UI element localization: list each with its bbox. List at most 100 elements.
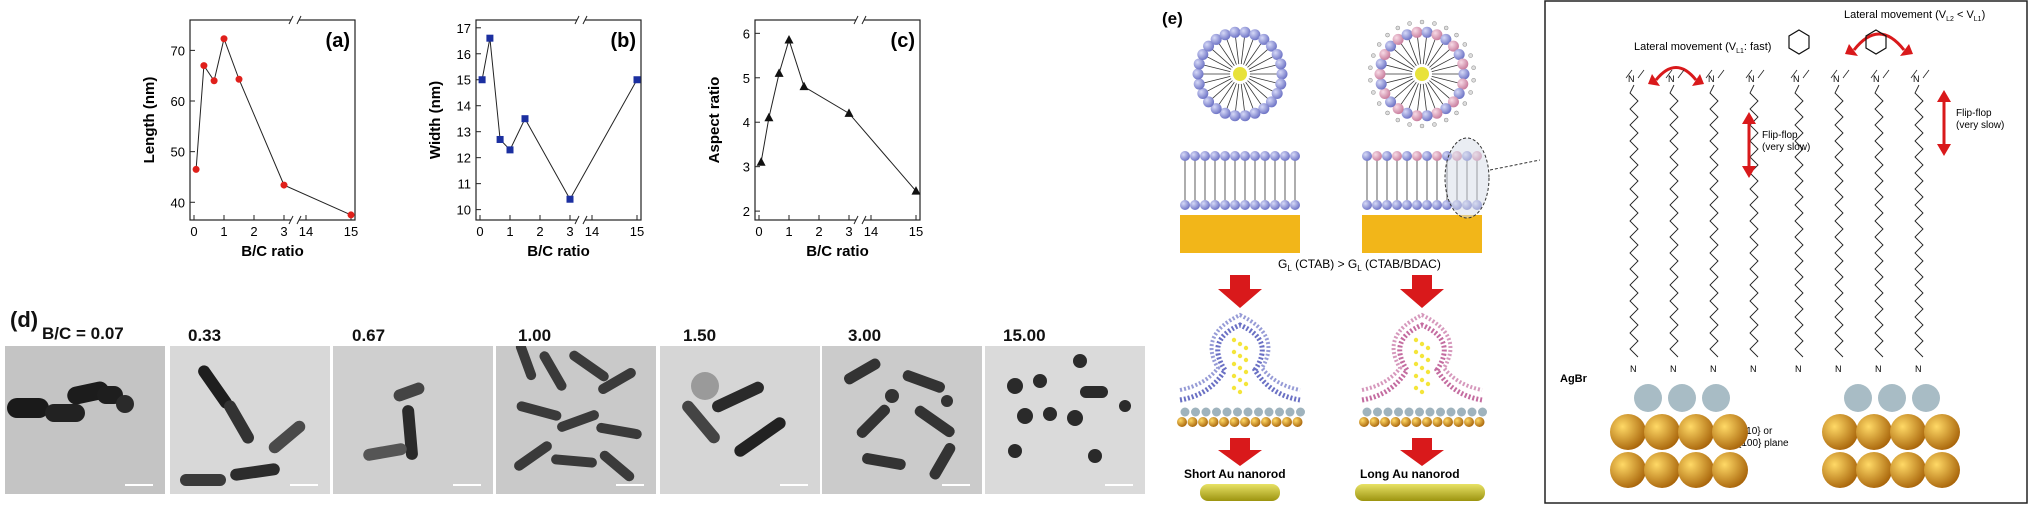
x-tick-label: 0 [755,224,762,239]
y-tick-label: 17 [457,21,471,36]
data-point [774,68,784,77]
zoom-line [1489,159,1540,171]
ball-layers [1610,384,1960,488]
svg-text:N: N [1913,74,1920,84]
data-point [764,112,774,122]
lateral-arrow-right [1852,32,1906,51]
data-point [521,115,529,123]
tem-image-5 [660,346,820,494]
svg-text:N: N [1630,364,1637,374]
x-tick-label: 1 [506,224,513,239]
micelle-ctab [1192,26,1288,122]
flipflop-sub-left: (very slow) [1762,142,1810,153]
bilayer-ctab [1180,151,1300,210]
x-tick-label: 0 [190,224,197,239]
svg-text:N: N [1915,364,1922,374]
y-axis-label: Width (nm) [427,81,444,159]
x-tick-label: 15 [909,224,923,239]
tem-image-6 [822,346,982,494]
panel-e-tag: (e) [1162,9,1183,28]
y-tick-label: 5 [743,71,750,86]
series-line [481,38,638,201]
x-tick-label: 14 [585,224,599,239]
data-point [486,34,494,42]
tem-label-7: 15.00 [1003,326,1046,345]
x-axis-label: B/C ratio [806,243,869,260]
zoom-circle [1444,137,1490,219]
x-tick-label: 15 [344,224,358,239]
svg-text:N: N [1628,74,1635,84]
series-line [760,38,917,192]
data-point [799,81,809,91]
tem-label-4: 1.00 [518,326,552,345]
y-axis-label: Length (nm) [141,77,158,164]
tem-image-3 [333,346,493,494]
axis-break [291,216,299,224]
x-tick-label: 14 [864,224,878,239]
y-tick-label: 50 [171,145,185,160]
tem-label-6: 3.00 [848,326,882,345]
data-point [478,76,486,84]
panel-d-tag: (d) [10,307,39,332]
y-tick-label: 6 [743,26,750,41]
growth-right [1359,312,1487,427]
data-point [280,181,288,189]
x-tick-label: 3 [280,224,287,239]
micelle-mixed [1368,19,1476,129]
axis-break [856,216,864,224]
y-tick-label: 11 [458,177,472,192]
plane-label-2: {100} plane [1738,438,1789,449]
data-point [200,62,208,70]
lateral-label-left: Lateral movement (VL1: fast) [1634,41,1771,55]
red-arrow-right-top [1400,275,1444,308]
svg-text:N: N [1750,364,1757,374]
red-arrow-left-top [1218,275,1262,308]
svg-text:N: N [1833,74,1840,84]
tem-image-4 [496,346,656,494]
data-point [210,77,218,85]
svg-text:N: N [1748,74,1755,84]
tem-label-3: 0.67 [352,326,386,345]
svg-text:N: N [1668,74,1675,84]
short-nanorod-label: Short Au nanorod [1184,467,1286,481]
svg-text:N: N [1873,74,1880,84]
data-point [756,157,766,166]
flipflop-sub-right: (very slow) [1956,120,2004,131]
x-tick-label: 0 [476,224,483,239]
x-tick-label: 2 [536,224,543,239]
tem-image-7 [985,346,1145,494]
x-tick-label: 3 [566,224,573,239]
axis-break [856,16,864,24]
tem-image-1 [5,346,165,494]
long-nanorod-label: Long Au nanorod [1360,467,1460,481]
y-tick-label: 60 [171,94,185,109]
y-tick-label: 40 [171,195,185,210]
data-point [633,76,641,84]
y-tick-label: 70 [171,43,185,58]
data-point [844,108,854,117]
data-point [566,195,574,203]
data-point [347,211,355,219]
substrate-right [1362,215,1482,253]
data-point [192,165,200,173]
y-tick-label: 13 [457,125,471,140]
benzyl-ring-left [1788,29,1887,55]
data-point [911,186,921,195]
y-tick-label: 4 [743,115,750,130]
data-point [220,35,228,43]
plot-frame [475,19,642,221]
plot-frame [189,19,356,221]
y-tick-label: 2 [743,204,750,219]
panel-e-scheme: (e) GL (CTAB) > GL (CTAB/BDAC) Short Au … [1162,9,1540,501]
svg-text:N: N [1670,364,1677,374]
x-tick-label: 14 [299,224,313,239]
lateral-label-right: Lateral movement (VL2 < VL1) [1844,9,1985,23]
detail-box: Lateral movement (VL1: fast) Lateral mov… [1544,0,2028,504]
data-point [496,135,504,143]
long-nanorod [1355,484,1485,501]
x-tick-label: 2 [250,224,257,239]
